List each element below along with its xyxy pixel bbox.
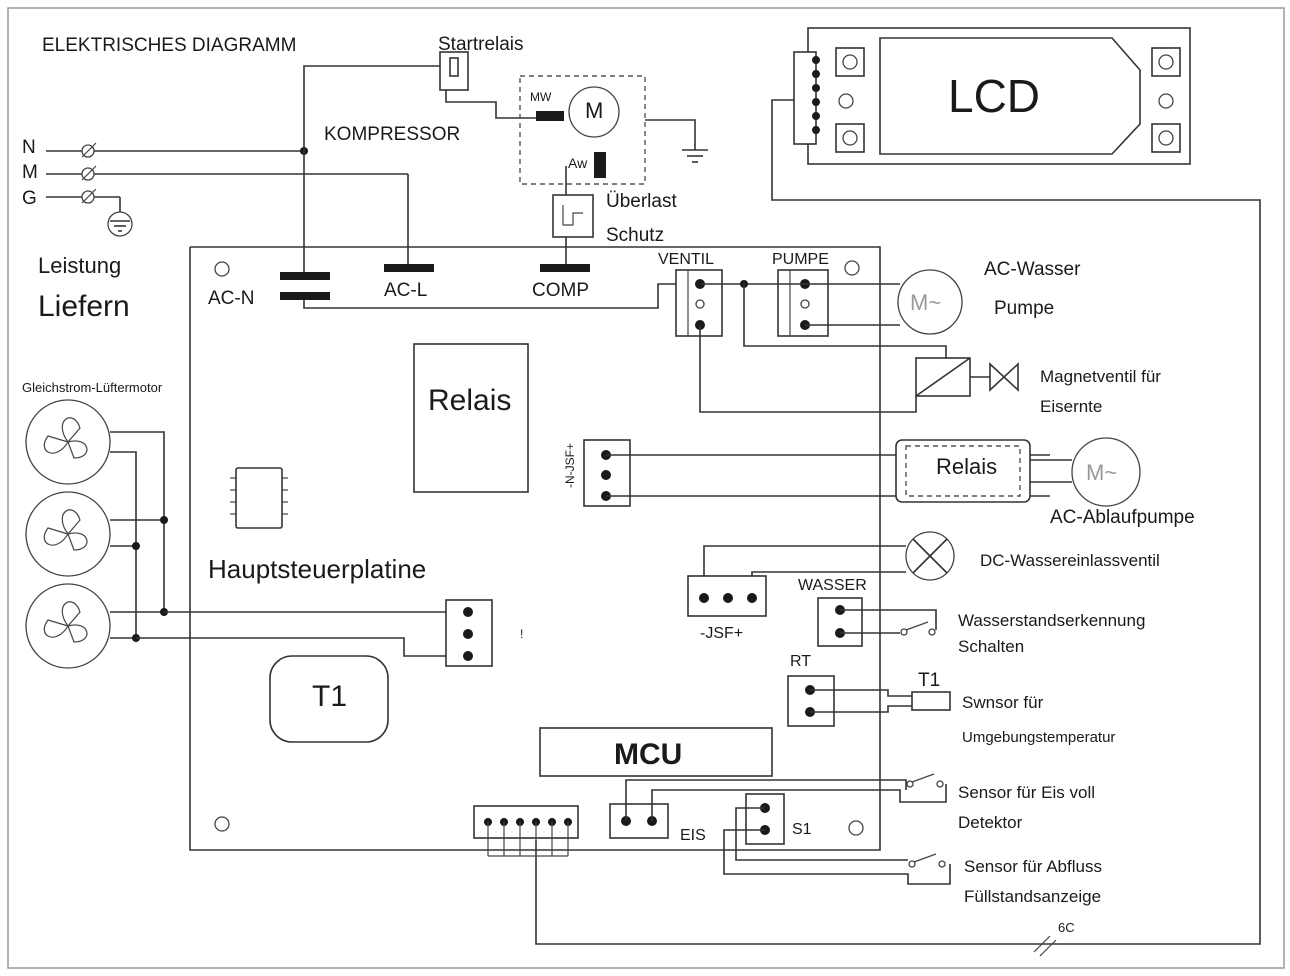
- start-relay-label: Startrelais: [438, 34, 524, 55]
- mcu-chip: MCU: [539, 727, 773, 777]
- drain-sensor-label-1: Sensor für Abfluss: [964, 857, 1102, 876]
- jsf-connector: -JSF+: [687, 575, 767, 642]
- fan-label: Gleichstrom-Lüftermotor: [22, 380, 163, 395]
- pumpe-label: PUMPE: [772, 251, 829, 268]
- solenoid-label-1: Magnetventil für: [1040, 367, 1161, 386]
- water-pump-label-1: AC-Wasser: [984, 259, 1081, 280]
- comp-label: COMP: [532, 280, 589, 301]
- lcd-header-connector: [473, 805, 579, 857]
- fan-icon: [25, 491, 111, 577]
- ventil-connector: VENTIL: [658, 251, 723, 337]
- power-line-m: M: [22, 162, 38, 183]
- solenoid-label-2: Eisernte: [1040, 397, 1102, 416]
- fan-icon: [25, 399, 111, 485]
- water-pump-label-2: Pumpe: [994, 298, 1054, 319]
- power-line-n: N: [22, 137, 36, 158]
- ac-n-label: AC-N: [208, 288, 254, 309]
- pumpe-connector: PUMPE: [772, 251, 829, 337]
- mw-label: MW: [530, 90, 552, 104]
- mcu-label: MCU: [614, 738, 682, 771]
- water-pump-symbol: M~: [910, 290, 941, 315]
- level-switch-label-2: Schalten: [958, 637, 1024, 656]
- fan-icon: [25, 583, 111, 669]
- relay-label: Relais: [428, 384, 511, 417]
- ac-terminals: AC-N AC-L COMP: [208, 151, 700, 309]
- drain-pump-label: AC-Ablaufpumpe: [1050, 507, 1195, 528]
- board-label: Hauptsteuerplatine: [208, 554, 426, 584]
- temp-sensor-label-1: Swnsor für: [962, 693, 1044, 712]
- diagram-title: ELEKTRISCHES DIAGRAMM: [42, 35, 296, 56]
- eis-connector: EIS Sensor für Eis voll Detektor: [609, 773, 1095, 844]
- drain-sensor-label-2: Füllstandsanzeige: [964, 887, 1101, 906]
- rt-label: RT: [790, 653, 811, 670]
- relay-block: Relais: [413, 343, 529, 493]
- ac-l-label: AC-L: [384, 280, 427, 301]
- power-supply: N M G Leistung Liefern: [22, 137, 408, 323]
- ic-chip: [230, 467, 288, 529]
- dc-inlet-valve: DC-Wassereinlassventil: [703, 531, 1160, 598]
- cable-marker: 6C: [1033, 920, 1075, 957]
- aw-label: Aw: [568, 155, 588, 171]
- solenoid-valve: Magnetventil für Eisernte: [915, 357, 1161, 416]
- power-label-1: Leistung: [38, 253, 121, 278]
- t1-transformer: T1: [269, 655, 389, 743]
- ventil-label: VENTIL: [658, 251, 714, 268]
- overload-label-2: Schutz: [606, 225, 664, 246]
- overload-label-1: Überlast: [606, 191, 677, 212]
- rt-connector: RT T1 Swnsor für Umgebungstemperatur: [787, 653, 1115, 746]
- jsf-label: -JSF+: [700, 625, 743, 642]
- power-line-g: G: [22, 188, 37, 209]
- level-switch-label-1: Wasserstandserkennung: [958, 611, 1145, 630]
- temp-sensor-label-2: Umgebungstemperatur: [962, 729, 1115, 746]
- t1-label: T1: [312, 680, 347, 713]
- drain-relay-label: Relais: [936, 454, 997, 479]
- compressor: Startrelais M MW Aw KOMPRESSOR Überlast …: [303, 34, 708, 264]
- s1-connector: S1 Sensor für Abfluss Füllstandsanzeige: [723, 793, 1102, 906]
- inlet-valve-label: DC-Wassereinlassventil: [980, 551, 1160, 570]
- drain-pump-assembly: Relais M~ AC-Ablaufpumpe: [895, 437, 1195, 528]
- icefull-sensor-label-2: Detektor: [958, 813, 1023, 832]
- icefull-sensor-label-1: Sensor für Eis voll: [958, 783, 1095, 802]
- power-label-2: Liefern: [38, 290, 130, 323]
- main-control-board: Hauptsteuerplatine: [189, 246, 881, 851]
- fan-connector: !: [445, 599, 523, 667]
- lcd-label: LCD: [948, 70, 1040, 122]
- njsf-label: -N-JSF+: [563, 443, 577, 488]
- lcd-module: LCD: [535, 27, 1261, 945]
- fan-connector-mark: !: [520, 627, 523, 641]
- cable-label: 6C: [1058, 920, 1075, 935]
- compressor-motor: M: [585, 98, 603, 123]
- compressor-label: KOMPRESSOR: [324, 124, 460, 145]
- wasser-label: WASSER: [798, 577, 867, 594]
- outer-frame: [7, 7, 1285, 969]
- s1-label: S1: [792, 821, 812, 838]
- t1-sensor-label: T1: [918, 670, 940, 691]
- ac-water-pump: M~ AC-Wasser Pumpe: [897, 259, 1081, 335]
- wasser-connector: WASSER Wasserstandserkennung Schalten: [798, 577, 1145, 656]
- drain-pump-symbol: M~: [1086, 460, 1117, 485]
- eis-label: EIS: [680, 827, 706, 844]
- fan-motors: Gleichstrom-Lüftermotor: [22, 380, 468, 669]
